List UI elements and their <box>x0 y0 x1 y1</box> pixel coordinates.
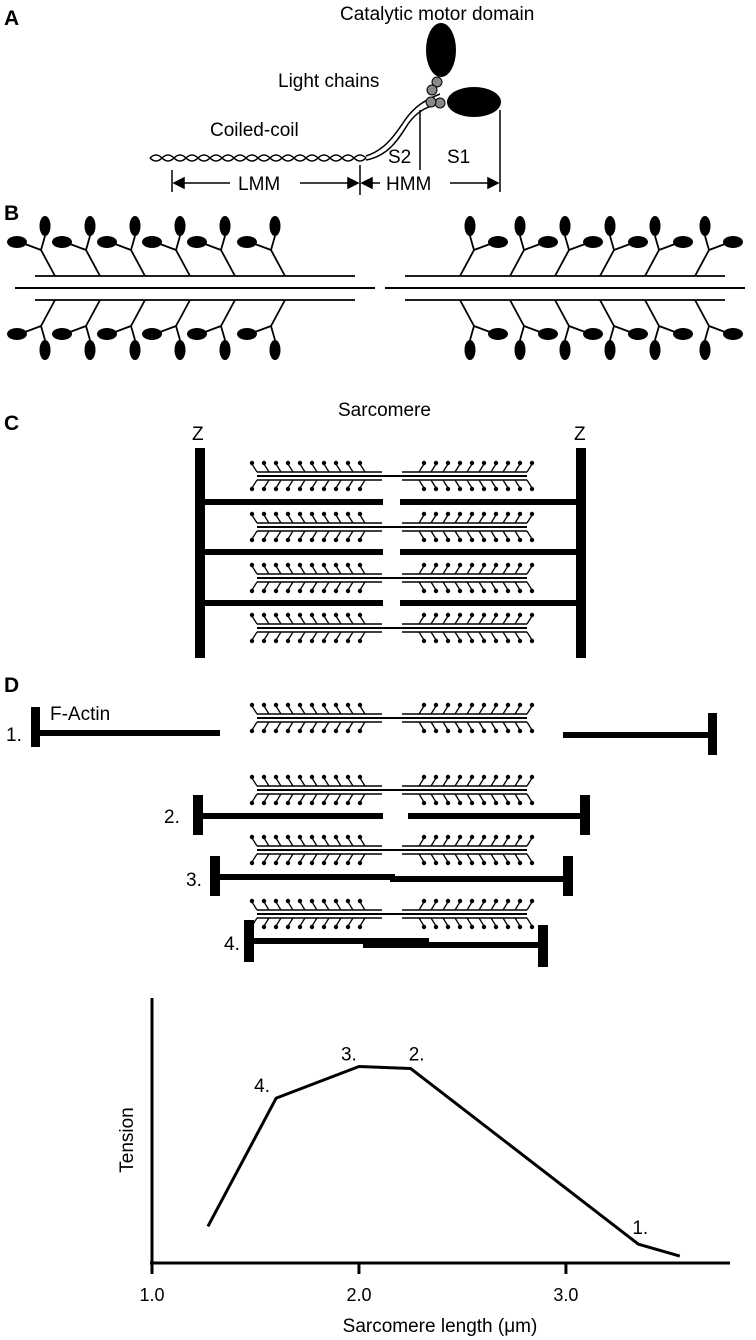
point-annotation: 3. <box>341 1045 357 1066</box>
motor-head-lower <box>447 87 501 117</box>
x-tick-label: 2.0 <box>346 1285 371 1305</box>
light-chains-label: Light chains <box>278 71 379 92</box>
panel-label-c: C <box>4 412 19 435</box>
state-1-label: 1. <box>6 725 22 746</box>
x-tick-label: 1.0 <box>139 1285 164 1305</box>
state-2-label: 2. <box>164 807 180 828</box>
sarcomere-diagram <box>195 448 586 658</box>
sarcomere-title: Sarcomere <box>338 400 431 421</box>
panel-label-b: B <box>4 202 19 225</box>
panel-label-d: D <box>4 674 19 697</box>
z-label-right: Z <box>574 424 586 445</box>
y-axis-label: Tension <box>117 1107 138 1173</box>
lmm-hmm-arrows <box>171 170 500 192</box>
tension-length-chart: 1.0 2.0 3.0 4. 3. 2. 1. Tension Sarcomere len… <box>117 998 730 1337</box>
point-annotation: 1. <box>632 1218 648 1239</box>
point-annotation: 2. <box>409 1045 425 1066</box>
point-annotation: 4. <box>254 1076 270 1097</box>
x-tick-label: 3.0 <box>553 1285 578 1305</box>
state-1 <box>31 701 717 755</box>
state-4 <box>244 897 548 967</box>
panel-label-a: A <box>4 7 19 30</box>
light-chain-beads <box>425 76 446 109</box>
x-axis-label: Sarcomere length (μm) <box>343 1316 538 1337</box>
z-label-left: Z <box>192 424 204 445</box>
hmm-label: HMM <box>386 174 431 195</box>
lmm-label: LMM <box>238 174 280 195</box>
thick-filament-left <box>6 215 376 361</box>
state-4-label: 4. <box>224 934 240 955</box>
myosin-molecule <box>149 93 501 195</box>
tension-curve <box>206 1065 681 1258</box>
s2-label: S2 <box>388 147 411 168</box>
s1-label: S1 <box>447 147 470 168</box>
state-3-label: 3. <box>186 870 202 891</box>
motor-head-upper <box>426 23 456 77</box>
thick-filament-right <box>384 215 746 361</box>
catalytic-domain-label: Catalytic motor domain <box>340 4 534 25</box>
factin-label: F-Actin <box>50 704 110 725</box>
state-3 <box>210 833 573 896</box>
state-2 <box>193 773 590 835</box>
coiled-coil-label: Coiled-coil <box>210 120 299 141</box>
